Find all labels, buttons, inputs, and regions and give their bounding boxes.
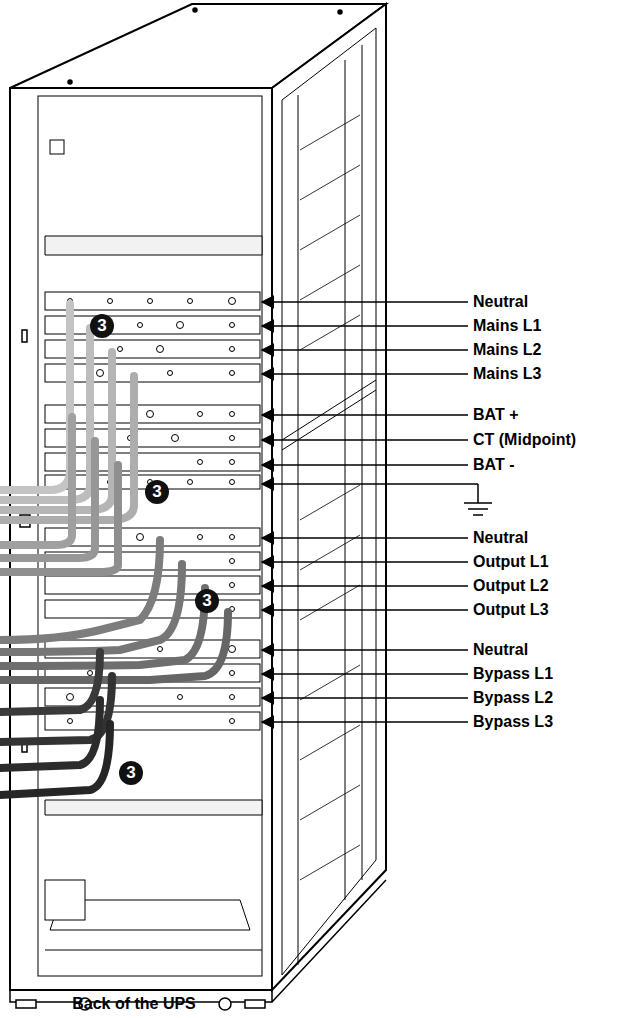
terminal-label: Output L1 <box>473 552 549 572</box>
terminal-label: BAT - <box>473 455 514 475</box>
terminal-label: Neutral <box>473 292 528 312</box>
callout-circle: 3 <box>90 314 114 338</box>
terminal-label: Bypass L2 <box>473 688 553 708</box>
callout-number: 3 <box>202 591 211 610</box>
terminal-label: CT (Midpoint) <box>473 430 576 450</box>
terminal-label: Output L3 <box>473 600 549 620</box>
terminal-label: Neutral <box>473 640 528 660</box>
callout-circle: 3 <box>119 761 143 785</box>
callout-number: 3 <box>126 763 135 782</box>
terminal-label: BAT + <box>473 405 518 425</box>
callout-circle: 3 <box>195 589 219 613</box>
terminal-label: Output L2 <box>473 576 549 596</box>
terminal-label: Mains L2 <box>473 340 541 360</box>
caption: Back of the UPS <box>72 994 196 1014</box>
callout-number: 3 <box>152 482 161 501</box>
terminal-label: Bypass L3 <box>473 712 553 732</box>
terminal-label: Bypass L1 <box>473 664 553 684</box>
terminal-label: Mains L3 <box>473 364 541 384</box>
callout-circle: 3 <box>145 480 169 504</box>
terminal-label: Neutral <box>473 528 528 548</box>
callout-number: 3 <box>97 316 106 335</box>
terminal-label: Mains L1 <box>473 316 541 336</box>
